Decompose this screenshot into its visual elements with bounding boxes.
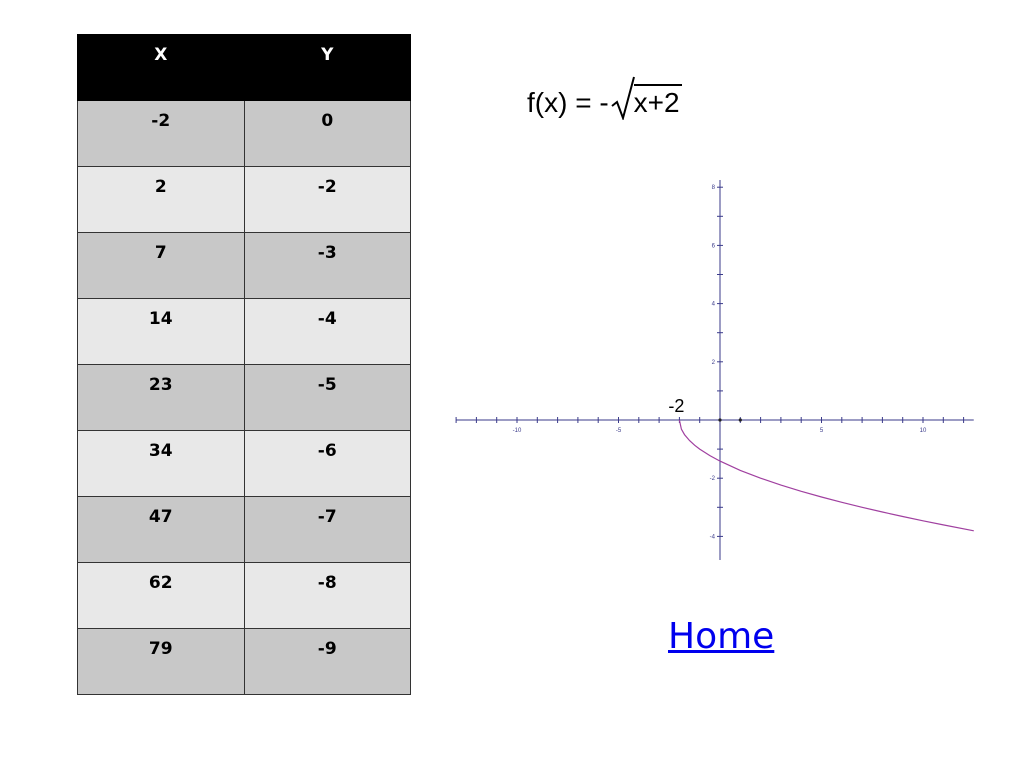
table-row: -2 0 [77,100,411,167]
cell-y: -6 [243,430,411,497]
y-tick-label: 4 [712,302,716,308]
cell-x: 23 [77,364,245,431]
table-row: 7 -3 [77,232,411,299]
table-row: 47 -7 [77,496,411,563]
y-tick-label: 6 [712,243,716,249]
function-curve [678,419,974,532]
formula-lhs: f(x) = - [527,87,609,118]
table-row: 2 -2 [77,166,411,233]
square-root-icon [611,76,635,120]
table-row: 34 -6 [77,430,411,497]
cell-y: 0 [243,100,411,167]
table-row: 14 -4 [77,298,411,365]
table-header-row: X Y [77,34,411,101]
cell-x: 79 [77,628,245,695]
function-graph: -10 -5 5 10 8 6 4 2 -2 -4 -2 [455,180,974,560]
home-link[interactable]: Home [668,616,775,657]
cell-x: 2 [77,166,245,233]
y-tick-label: -2 [710,476,716,482]
cell-y: -2 [243,166,411,233]
cell-x: 47 [77,496,245,563]
table-row: 62 -8 [77,562,411,629]
cell-y: -5 [243,364,411,431]
cell-x: 62 [77,562,245,629]
x-tick-label: 5 [820,428,824,434]
function-formula: f(x) = - x+2 [527,76,682,120]
cell-y: -9 [243,628,411,695]
cell-y: -3 [243,232,411,299]
data-point [738,418,742,422]
column-header-x: X [77,34,245,101]
cell-x: 14 [77,298,245,365]
y-tick-label: 2 [712,360,716,366]
annotation-label: -2 [668,396,684,416]
x-tick-label: 10 [920,428,927,434]
cell-x: -2 [77,100,245,167]
x-tick-label: -5 [616,428,622,434]
y-tick-label: 8 [712,185,716,191]
cell-y: -7 [243,496,411,563]
cell-y: -8 [243,562,411,629]
xy-table: X Y -2 0 2 -2 7 -3 14 -4 23 -5 34 -6 47 [77,34,411,695]
table-row: 79 -9 [77,628,411,695]
table-row: 23 -5 [77,364,411,431]
cell-x: 34 [77,430,245,497]
column-header-y: Y [243,34,411,101]
y-tick-label: -4 [710,534,716,540]
data-point [718,418,722,422]
cell-y: -4 [243,298,411,365]
cell-x: 7 [77,232,245,299]
formula-radicand: x+2 [633,84,682,120]
x-tick-label: -10 [513,428,522,434]
